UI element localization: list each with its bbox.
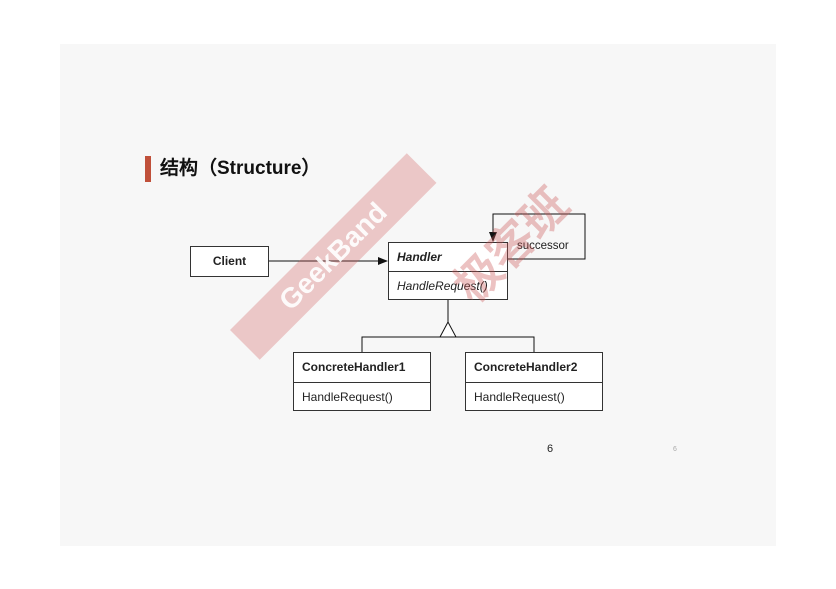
successor-label: successor: [517, 240, 569, 252]
client-box: Client: [190, 246, 269, 277]
slide-title: 结构（Structure）: [160, 158, 321, 179]
concrete-handler-2-method: HandleRequest(): [466, 382, 602, 411]
concrete-handler-2-name: ConcreteHandler2: [474, 360, 578, 374]
concrete-handler-1-name: ConcreteHandler1: [302, 360, 406, 374]
concrete-handler-1-box: ConcreteHandler1 HandleRequest(): [293, 352, 431, 411]
page-number-small: 6: [673, 446, 677, 453]
successor-association: [489, 213, 586, 260]
handler-method: HandleRequest(): [389, 271, 507, 299]
handler-class-box: Handler HandleRequest(): [388, 242, 508, 300]
concrete-handler-1-method: HandleRequest(): [294, 382, 430, 411]
page-number: 6: [547, 443, 554, 455]
handler-class-name: Handler: [397, 250, 442, 264]
inheritance-triangle: [439, 320, 457, 338]
inheritance-branches: [361, 336, 535, 352]
concrete-handler-2-box: ConcreteHandler2 HandleRequest(): [465, 352, 603, 411]
title-accent-bar: [145, 156, 151, 182]
client-label: Client: [212, 254, 247, 268]
